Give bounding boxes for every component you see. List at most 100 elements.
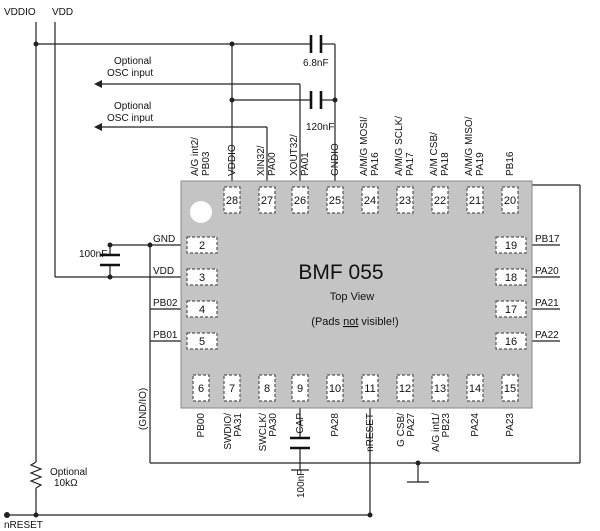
cap-100nf-gnd-vdd-label: 100nF (79, 249, 107, 260)
pin-label: CAP (295, 413, 306, 434)
pin-label: XOUT32/ (289, 134, 300, 176)
pin-number: 10 (329, 383, 341, 395)
pin1-marker (190, 201, 212, 223)
pin-label: XIN32/ (256, 145, 267, 176)
pin-label: A/M/G MISO/ (464, 116, 475, 176)
pin-label: PA22 (535, 330, 559, 341)
pin-number: 26 (294, 195, 306, 207)
pin-right-18: 18 PA20 (495, 266, 559, 286)
cap-120nf-label: 120nF (306, 122, 334, 133)
pin-top-27: 27 XIN32/PA00 (256, 145, 278, 214)
capacitor-120nf (309, 91, 323, 109)
pin-number: 25 (329, 195, 341, 207)
pin-top-24: 24 A/M/G MOSI/PA16 (359, 116, 381, 214)
pin-number: 18 (505, 272, 517, 284)
pin-label: A/M/G MOSI/ (359, 116, 370, 176)
pin-label: PA31 (233, 413, 244, 437)
pin-label: A/G int2/ (190, 137, 201, 176)
pin-number: 11 (364, 383, 375, 395)
pin-number: 3 (199, 272, 205, 284)
pin-bottom-12: 12G CSB/PA27 (396, 374, 417, 447)
vdd-label: VDD (52, 7, 73, 18)
nreset-label: nRESET (4, 520, 43, 531)
pin-label: PA20 (535, 266, 559, 277)
pin-label: PA24 (470, 413, 481, 437)
cap-6-8nf-label: 6.8nF (303, 58, 329, 69)
pin-label: PA16 (370, 152, 381, 176)
pin-number: 20 (504, 195, 516, 207)
pin-right-16: 16 PA22 (495, 330, 559, 350)
pin-left-4: 4 PB02 (153, 298, 218, 318)
pin-label: PA00 (267, 152, 278, 176)
vddio-label: VDDIO (4, 7, 36, 18)
resistor-label-2: 10kΩ (54, 478, 78, 489)
pin-label: SWCLK/ (258, 413, 269, 452)
pin-number: 2 (199, 240, 205, 252)
pads-left: 2 GND 3 VDD 4 PB02 5 PB01 (153, 234, 218, 350)
pin-top-20: 20 PB16 (501, 151, 519, 214)
pin-top-28: 28 VDDIO (223, 144, 241, 214)
pin-label: VDD (153, 266, 174, 277)
pin-label: SWDIO/ (223, 413, 234, 450)
junction-dots (4, 41, 421, 518)
osc-arrow-2 (94, 123, 102, 131)
gnd-io-label: (GND/IO) (138, 388, 149, 430)
chip-body (180, 180, 533, 409)
pin-label: PB16 (505, 151, 516, 176)
pin-label: PB02 (153, 298, 178, 309)
chip-view: Top View (330, 291, 374, 303)
pin-left-3: 3 VDD (153, 266, 218, 286)
pin-number: 28 (226, 195, 238, 207)
osc-label-2b: OSC input (107, 113, 153, 124)
capacitor-100nf-cap-pin (290, 436, 310, 450)
pin-top-22: 22A/M CSB/PA18 (429, 132, 451, 214)
pin-number: 27 (261, 195, 273, 207)
pin-label: PA01 (300, 152, 311, 176)
pin-left-2: 2 GND (153, 234, 218, 254)
pin-number: 24 (364, 195, 376, 207)
resistor-label-1: Optional (50, 467, 87, 478)
osc-label-1a: Optional (114, 56, 151, 67)
pin-label: GND (153, 234, 175, 245)
pin-label: A/G int1/ (431, 413, 442, 452)
pin-number: 14 (469, 383, 481, 395)
pin-label: A/M CSB/ (429, 132, 440, 176)
chip-name: BMF 055 (298, 261, 383, 284)
capacitor-100nf-gnd-vdd (100, 253, 120, 267)
pin-label: VDDIO (227, 144, 238, 176)
pin-number: 4 (199, 304, 205, 316)
pin-bottom-13: 13A/G int1/PB23 (431, 374, 452, 452)
pin-number: 19 (505, 240, 517, 252)
pin-label: G CSB/ (396, 413, 407, 447)
pin-number: 12 (399, 383, 411, 395)
pin-label: PB01 (153, 330, 178, 341)
pin-label: PA19 (475, 152, 486, 176)
pin-number: 5 (199, 336, 205, 348)
osc-label-2a: Optional (114, 101, 151, 112)
pads-top: A/G int2/PB03 28 VDDIO 27 XIN32/PA00 26 XOUT32… (190, 116, 519, 214)
pin-label: PB03 (201, 151, 212, 176)
osc-label-1b: OSC input (107, 68, 153, 79)
pin-right-19: 19 PB17 (495, 234, 560, 254)
pin-number: 16 (505, 336, 517, 348)
pin-number: 9 (297, 383, 303, 395)
pin-label: PB00 (196, 413, 207, 438)
pin-number: 8 (264, 383, 270, 395)
pin-number: 15 (504, 383, 516, 395)
pin-label: PA30 (268, 413, 279, 437)
pin-number: 13 (434, 383, 446, 395)
pin-label: PB17 (535, 234, 560, 245)
pin-label: PB23 (441, 413, 452, 438)
pin-label: PA23 (505, 413, 516, 437)
pin-top-21: 21A/M/G MISO/PA19 (464, 116, 486, 214)
wires (8, 22, 581, 516)
pin-top-26: 26 XOUT32/PA01 (289, 134, 311, 214)
